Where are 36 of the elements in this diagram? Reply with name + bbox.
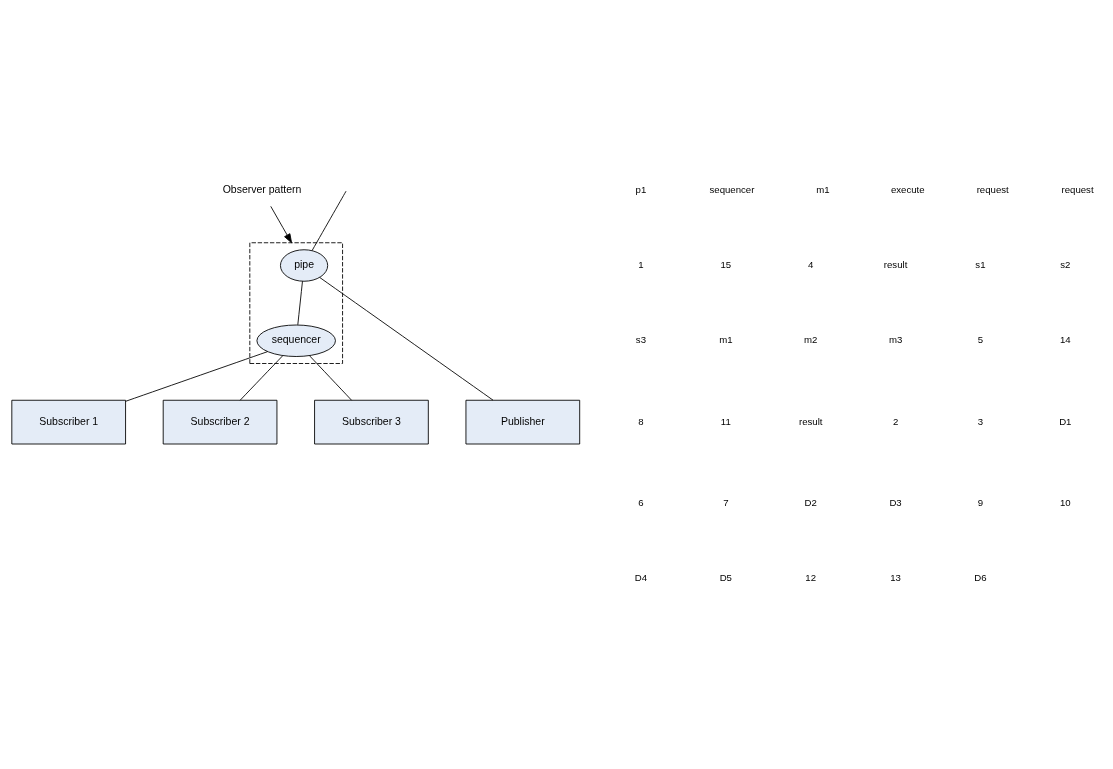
label: request: [976, 183, 1009, 195]
label: m1: [719, 334, 733, 346]
label: result: [883, 258, 908, 270]
label: result: [798, 415, 823, 427]
label: m2: [804, 334, 818, 346]
label: 10: [1059, 496, 1071, 508]
label: D1: [1059, 415, 1072, 427]
label: 3: [977, 415, 984, 427]
label: 12: [805, 572, 817, 584]
label: 15: [720, 258, 732, 270]
label: s1: [975, 258, 986, 270]
label: 7: [723, 496, 729, 508]
label: m3: [888, 334, 903, 346]
label: D3: [889, 496, 902, 508]
node-text: Observer pattern: [222, 182, 302, 195]
label: execute: [890, 183, 925, 195]
label: s3: [635, 334, 647, 346]
label: 11: [720, 415, 731, 427]
label: D5: [719, 572, 732, 584]
label: 6: [638, 496, 644, 508]
label: s2: [1060, 258, 1071, 270]
label: 4: [808, 258, 814, 270]
label: m1: [816, 183, 830, 195]
label: 8: [638, 415, 644, 427]
label: D2: [804, 496, 817, 508]
label: request: [1061, 183, 1094, 195]
label: D4: [634, 572, 648, 584]
label: sequencer: [709, 183, 755, 195]
label: 13: [890, 572, 901, 584]
label: 5: [977, 334, 984, 346]
label: D6: [974, 572, 987, 584]
label: 14: [1059, 334, 1071, 346]
label: 9: [977, 496, 984, 508]
label: 1: [638, 258, 644, 270]
label: 2: [892, 415, 899, 427]
label: p1: [635, 183, 647, 195]
